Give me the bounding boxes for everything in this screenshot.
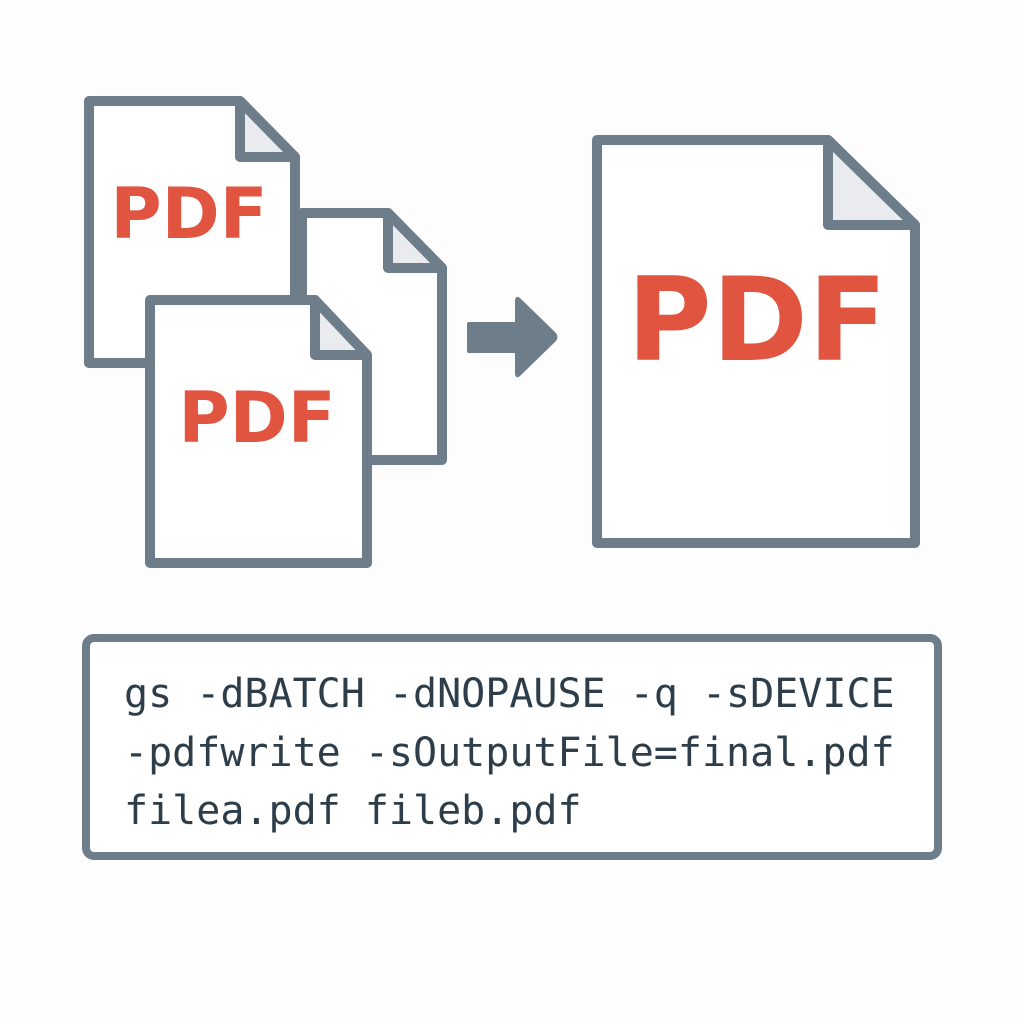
command-box: gs -dBATCH -dNOPAUSE -q -sDEVICE -pdfwri… bbox=[82, 634, 942, 860]
right-arrow-icon bbox=[467, 296, 558, 378]
command-line: -pdfwrite -sOutputFile=final.pdf bbox=[124, 730, 895, 776]
output-pdf-document: PDF bbox=[592, 135, 920, 548]
page-fold-icon bbox=[383, 208, 447, 273]
page-fold-icon bbox=[310, 295, 372, 360]
source-pdf-document-c: PDF bbox=[145, 295, 372, 568]
command-line: gs -dBATCH -dNOPAUSE -q -sDEVICE bbox=[124, 671, 895, 717]
pdf-label: PDF bbox=[110, 173, 267, 255]
command-line: filea.pdf fileb.pdf bbox=[124, 788, 582, 834]
page-fold-icon bbox=[235, 96, 300, 162]
pdf-label: PDF bbox=[627, 253, 888, 388]
pdf-label: PDF bbox=[178, 377, 335, 459]
page-fold-icon bbox=[823, 135, 920, 230]
